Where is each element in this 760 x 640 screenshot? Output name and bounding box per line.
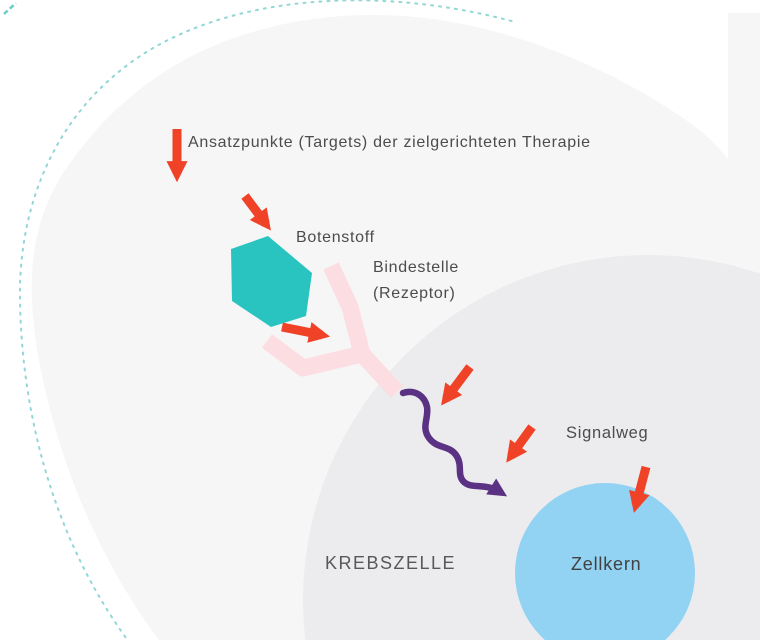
target-arrow-signal-1 — [441, 364, 474, 406]
target-arrow-messenger — [241, 193, 271, 231]
target-arrow-signal-2 — [506, 424, 536, 463]
diagram-title: Ansatzpunkte (Targets) der zielgerichtet… — [188, 134, 591, 151]
target-arrow-receptor — [281, 322, 331, 343]
nucleus-label: Zellkern — [571, 554, 642, 574]
target-arrows — [166, 129, 651, 513]
receptor-y-shape — [261, 262, 404, 398]
receptor-label-line1: Bindestelle — [373, 259, 459, 276]
signal-wavy-arrow — [399, 388, 508, 497]
messenger-label: Botenstoff — [296, 229, 375, 246]
target-arrow-nucleus — [629, 465, 651, 513]
messenger-hexagon — [231, 236, 312, 327]
receptor-upper-arm-and-stem — [323, 262, 404, 398]
nucleus-circle — [515, 483, 695, 640]
cancer-cell-label: KREBSZELLE — [325, 553, 457, 573]
membrane-dash-corner-fragment — [3, 2, 17, 15]
receptor-left-arm — [261, 334, 364, 377]
receptor-label: Bindestelle (Rezeptor) — [373, 255, 459, 307]
receptor-label-line2: (Rezeptor) — [373, 285, 456, 302]
cell-membrane-dash-arc — [18, 0, 516, 640]
signal-path-label: Signalweg — [566, 424, 649, 442]
